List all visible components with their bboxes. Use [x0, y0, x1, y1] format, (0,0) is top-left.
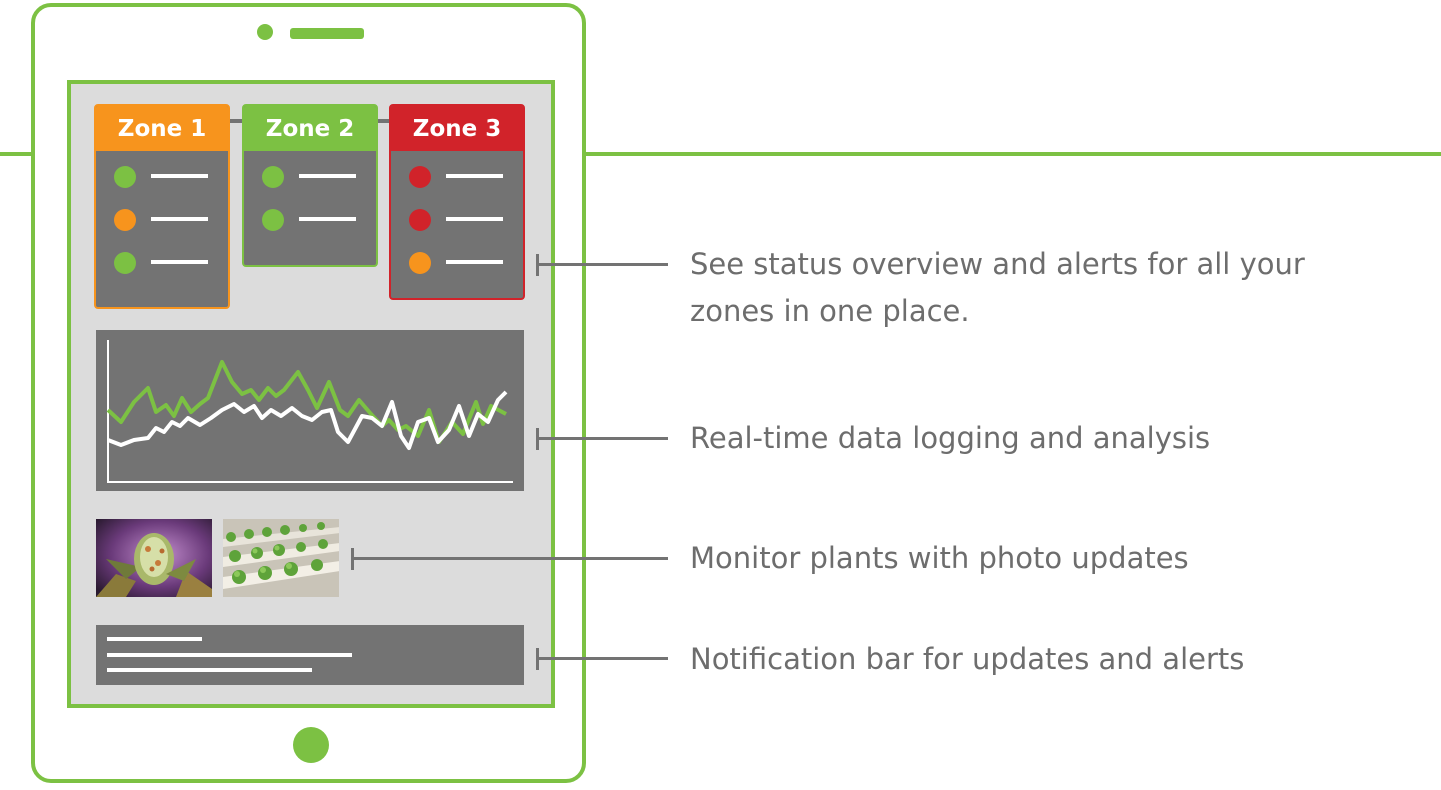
status-dot-icon — [114, 166, 136, 188]
status-line — [151, 174, 208, 178]
cannabis-bud-photo[interactable] — [96, 519, 212, 597]
speaker-icon — [290, 28, 364, 39]
background-line-left — [0, 152, 31, 156]
zone-title: Zone 3 — [391, 106, 523, 151]
status-line — [151, 260, 208, 264]
hydroponic-lettuce-photo[interactable] — [223, 519, 339, 597]
zone-connector — [230, 119, 244, 123]
status-line — [151, 217, 208, 221]
zone-title: Zone 2 — [244, 106, 376, 151]
feature-label-data: Real-time data logging and analysis — [690, 421, 1211, 455]
notification-line — [107, 637, 202, 641]
status-line — [446, 260, 503, 264]
notification-bar[interactable] — [96, 625, 524, 685]
feature-label-status: See status overview and alerts for all y… — [690, 247, 1305, 328]
line-chart-icon — [106, 340, 513, 483]
status-dot-icon — [114, 209, 136, 231]
status-row — [244, 209, 376, 231]
status-row — [391, 252, 523, 274]
status-row — [96, 209, 228, 231]
data-chart-panel[interactable] — [96, 330, 524, 491]
status-dot-icon — [114, 252, 136, 274]
background-line-right — [586, 152, 1441, 156]
cannabis-bud-photo-icon — [96, 519, 212, 597]
status-line — [299, 217, 356, 221]
status-row — [96, 166, 228, 188]
status-row — [244, 166, 376, 188]
zone-card-3[interactable]: Zone 3 — [389, 104, 525, 300]
zone-connector — [376, 119, 390, 123]
camera-icon — [257, 24, 273, 40]
status-line — [299, 174, 356, 178]
chart-series-white — [107, 390, 508, 450]
status-row — [391, 209, 523, 231]
status-dot-icon — [262, 166, 284, 188]
feature-label-photos: Monitor plants with photo updates — [690, 541, 1189, 575]
status-dot-icon — [409, 166, 431, 188]
zone-card-1[interactable]: Zone 1 — [94, 104, 230, 309]
notification-line — [107, 653, 352, 657]
status-dot-icon — [409, 252, 431, 274]
status-dot-icon — [262, 209, 284, 231]
status-dot-icon — [409, 209, 431, 231]
notification-line — [107, 668, 312, 672]
status-row — [96, 252, 228, 274]
status-line — [446, 174, 503, 178]
status-row — [391, 166, 523, 188]
status-line — [446, 217, 503, 221]
zone-title: Zone 1 — [96, 106, 228, 151]
hydroponic-lettuce-photo-icon — [223, 519, 339, 597]
zone-card-2[interactable]: Zone 2 — [242, 104, 378, 267]
home-button[interactable] — [293, 727, 329, 763]
chart-axes — [107, 340, 513, 483]
feature-label-notifications: Notification bar for updates and alerts — [690, 642, 1245, 676]
